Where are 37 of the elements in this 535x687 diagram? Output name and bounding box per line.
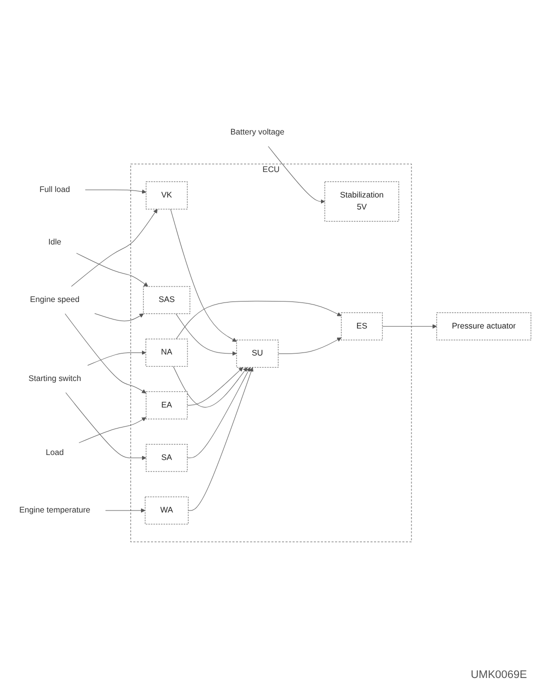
arrow [176, 313, 237, 356]
node-box: EA [146, 390, 188, 419]
node-text: Load [46, 448, 64, 456]
arrow [64, 313, 146, 393]
arrow [94, 312, 144, 321]
arrow [188, 366, 254, 510]
arrow [71, 208, 158, 286]
node-box: Stabilization 5V [324, 181, 400, 221]
node-box: NA [146, 338, 188, 366]
node-box: ES [341, 312, 383, 340]
arrow [176, 300, 342, 339]
arrow [87, 350, 146, 366]
node-text: Battery voltage [230, 128, 284, 136]
node-text: Engine temperature [19, 505, 90, 514]
node-text: Starting switch [28, 374, 82, 383]
arrow [170, 208, 237, 342]
arrow [65, 392, 146, 460]
node-box: VK [146, 181, 188, 209]
arrow [76, 252, 148, 286]
arrow [268, 146, 326, 204]
node-text: Full load [39, 184, 70, 194]
node-text: Idle [48, 237, 62, 246]
arrow [186, 366, 244, 406]
arrow [173, 366, 248, 408]
node-text: Engine speed [30, 295, 80, 304]
node-box: WA [144, 496, 188, 524]
arrow [105, 508, 146, 512]
arrow [186, 366, 250, 458]
node-box: SU [236, 339, 278, 368]
node-box: Pressure actuator [436, 312, 532, 340]
node-box: SA [146, 444, 188, 472]
arrow [84, 188, 146, 194]
arrow [278, 337, 342, 354]
arrow [78, 416, 146, 443]
node-box: SAS [143, 286, 190, 314]
figure-code: UMK0069E [470, 669, 527, 681]
arrow [382, 324, 437, 328]
